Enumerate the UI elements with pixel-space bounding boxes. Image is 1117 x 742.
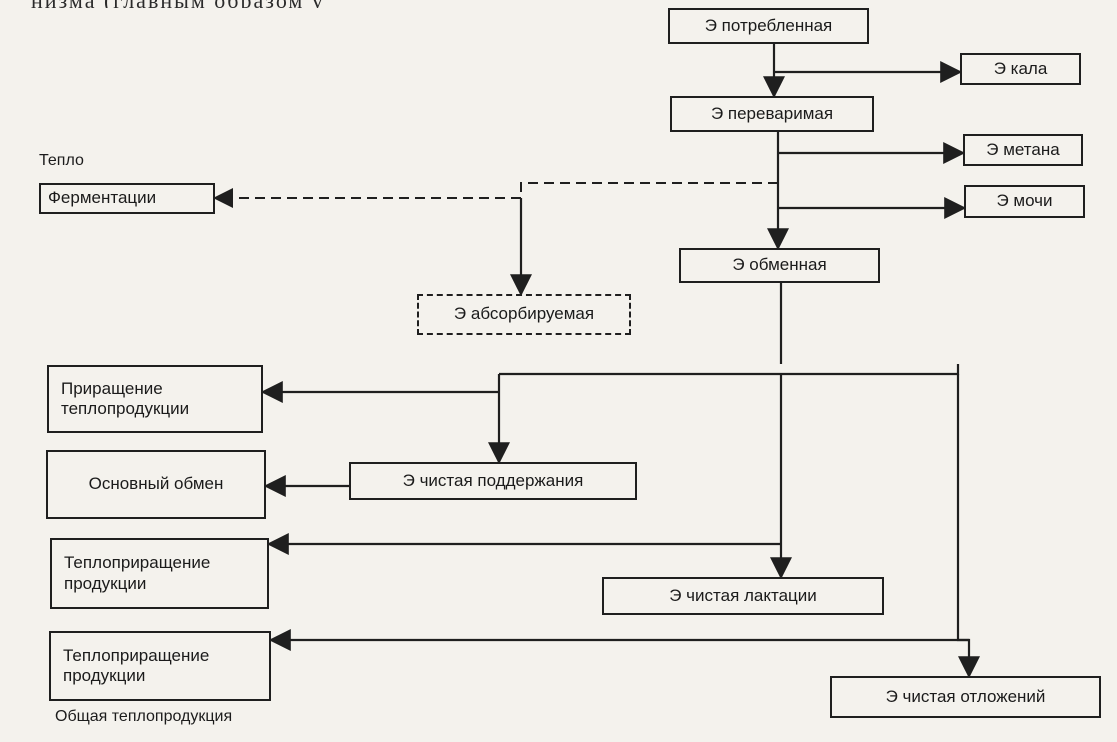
line-top-distribution (499, 364, 960, 376)
maintenance-energy-label: Э чистая поддержания (402, 470, 584, 490)
dashed-arrow-to-fermentation (213, 182, 778, 208)
consumed-energy-label: Э потребленная (704, 15, 833, 35)
fermentation-box: Ферментации (39, 183, 215, 214)
lactation-energy-label: Э чистая лактации (669, 585, 817, 605)
heat-production-1-line-1: Теплоприращение (64, 553, 211, 573)
heat-production-text-1: Теплоприращение продукции (64, 553, 210, 593)
heat-production-1-line-2: продукции (64, 573, 147, 593)
heat-production-box-1: Теплоприращение продукции (50, 538, 269, 609)
heat-increment-box: Приращение теплопродукции (47, 365, 263, 433)
maintenance-energy-box: Э чистая поддержания (349, 462, 637, 500)
line-deposition-branch (956, 374, 980, 679)
absorbed-energy-label: Э абсорбируемая (453, 304, 595, 324)
heat-increment-line-2: теплопродукции (61, 399, 190, 418)
total-heat-production-caption: Общая теплопродукция (55, 708, 233, 725)
urine-energy-box: Э мочи (964, 185, 1085, 218)
heat-increment-line-1: Приращение (61, 378, 163, 398)
metabolizable-energy-label: Э обменная (732, 255, 827, 275)
methane-energy-box: Э метана (963, 134, 1083, 166)
digestible-energy-box: Э переваримая (670, 96, 874, 132)
partial-top-text: низма (главным образом у (0, 0, 350, 8)
heat-production-box-2: Теплоприращение продукции (49, 631, 271, 701)
absorbed-energy-box: Э абсорбируемая (417, 294, 631, 335)
deposition-energy-box: Э чистая отложений (830, 676, 1101, 718)
heat-increment-text: Приращение теплопродукции (61, 379, 189, 419)
digestible-energy-label: Э переваримая (710, 103, 834, 123)
methane-energy-label: Э метана (986, 139, 1060, 159)
basal-metabolism-label: Основный обмен (88, 474, 224, 494)
heat-production-text-2: Теплоприращение продукции (63, 646, 209, 686)
heat-production-2-line-2: продукции (63, 666, 146, 685)
fecal-energy-box: Э кала (960, 53, 1081, 85)
urine-energy-label: Э мочи (996, 191, 1053, 211)
lactation-energy-box: Э чистая лактации (602, 577, 884, 615)
heat-caption: Тепло (39, 152, 84, 169)
fecal-energy-label: Э кала (993, 58, 1048, 78)
consumed-energy-box: Э потребленная (668, 8, 869, 44)
fermentation-label: Ферментации (48, 188, 157, 208)
deposition-energy-label: Э чистая отложений (885, 686, 1046, 706)
metabolizable-energy-box: Э обменная (679, 248, 880, 283)
basal-metabolism-box: Основный обмен (46, 450, 266, 519)
heat-production-2-line-1: Теплоприращение (63, 645, 210, 665)
partial-top-text-content: низма (главным образом у (31, 0, 325, 8)
